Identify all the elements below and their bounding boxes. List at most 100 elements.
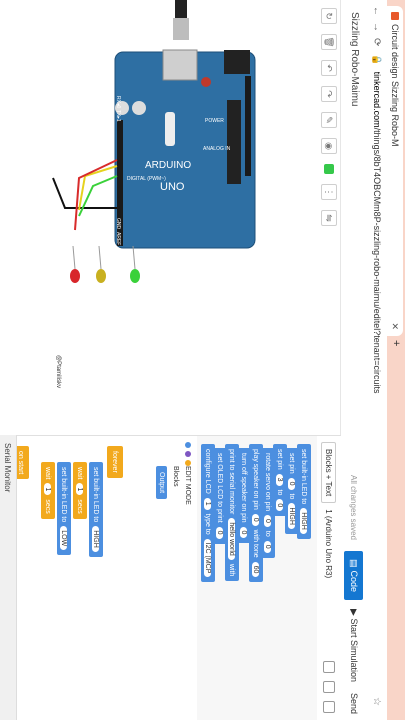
block-value[interactable]: I2C (MCP: [204, 538, 212, 578]
category-area: EDIT MODE Blocks Output: [137, 436, 197, 720]
block-value[interactable]: 0: [252, 513, 260, 526]
rotate-icon[interactable]: ↻: [321, 8, 337, 24]
block-value[interactable]: 3: [276, 473, 284, 486]
category-output-dot[interactable]: [185, 442, 191, 448]
block-value[interactable]: 1: [204, 497, 212, 510]
led-leg: [98, 245, 102, 270]
board-select[interactable]: 1 (Arduino Uno R3): [324, 509, 334, 579]
bookmark-star-icon[interactable]: ☆: [371, 697, 383, 706]
palette-block[interactable]: print to serial monitor hello world with: [225, 444, 239, 582]
block-value[interactable]: HIGH: [288, 503, 296, 529]
block-value[interactable]: 60: [252, 561, 260, 578]
block-value[interactable]: HIGH: [92, 526, 100, 552]
block-value[interactable]: 0: [216, 526, 224, 539]
code-button[interactable]: ▤Code: [344, 550, 364, 601]
wire-color-swatch[interactable]: [324, 164, 334, 174]
start-simulation-button[interactable]: ▶ Start Simulation: [345, 605, 364, 686]
block-text: with: [228, 563, 236, 577]
capacitor: [132, 101, 146, 115]
circuit-toolbar: ↻ 🗑 ↶ ↷ ✎ ◉ ⋮ ⇋: [317, 0, 341, 308]
browser-tab[interactable]: Circuit design Sizzling Robo-M ✕: [387, 6, 403, 336]
block-unit: secs: [44, 499, 52, 514]
block-text: wait: [44, 467, 52, 480]
download-icon[interactable]: [323, 661, 335, 673]
block-value[interactable]: 0: [288, 477, 296, 490]
header-actions: All changes saved ▤Code ▶ Start Simulati…: [341, 475, 367, 720]
wire-green[interactable]: [78, 175, 118, 217]
tx-label: TX▸1: [115, 110, 121, 122]
back-icon[interactable]: ←: [371, 6, 383, 16]
block-value[interactable]: LOW: [60, 526, 68, 551]
block-text: set built-in LED to: [60, 467, 68, 523]
reload-icon[interactable]: ⟳: [371, 38, 383, 47]
wire-type-icon[interactable]: ⋮: [321, 184, 337, 200]
tinkercad-favicon-icon: [391, 12, 399, 20]
block-value[interactable]: 1: [76, 483, 84, 496]
block-text: turn off speaker on pin: [240, 453, 248, 523]
code-icon: ▤: [349, 558, 360, 568]
close-tab-icon[interactable]: ✕: [390, 322, 401, 330]
led-leg: [72, 245, 76, 270]
block-value[interactable]: hello world: [228, 518, 236, 560]
app-header: Sizzling Robo-Maimu All changes saved ▤C…: [340, 0, 367, 720]
palette-block[interactable]: turn off speaker on pin 0: [237, 448, 251, 544]
led[interactable]: [96, 269, 106, 283]
workspace-block-forever[interactable]: forever: [107, 446, 123, 478]
power-jack: [224, 50, 250, 74]
block-text: type to: [204, 513, 212, 535]
flip-icon[interactable]: ⇋: [321, 210, 337, 226]
lock-icon: 🔒: [372, 54, 383, 66]
circuit-canvas[interactable]: DIGITAL (PWM~) ARDUINO UNO POWER ANALOG …: [0, 0, 315, 400]
url-host: tinkercad.com: [372, 71, 382, 128]
workspace-block-set-led-low[interactable]: set built-in LED to LOW: [57, 462, 71, 556]
digital-header: [117, 120, 123, 246]
block-value[interactable]: 0: [264, 540, 272, 553]
led[interactable]: [130, 269, 140, 283]
serial-monitor-label: Serial Monitor: [3, 443, 12, 493]
reset-button[interactable]: [201, 77, 211, 87]
workspace-block-wait-2[interactable]: wait 1 secs: [41, 462, 55, 519]
serial-monitor-bar[interactable]: Serial Monitor: [0, 435, 17, 720]
category-output[interactable]: Output: [156, 466, 167, 500]
led[interactable]: [70, 269, 80, 283]
brand-label: ARDUINO: [145, 160, 191, 171]
block-value[interactable]: 0: [264, 514, 272, 527]
address-input[interactable]: tinkercad.com/things/8bT4OBCMm8P-sizzlin…: [372, 72, 382, 532]
led-leg: [132, 245, 136, 270]
undo-icon[interactable]: ↶: [321, 60, 337, 76]
power-label: POWER: [205, 118, 224, 124]
notes-visibility-icon[interactable]: ◉: [321, 138, 337, 154]
delete-icon[interactable]: 🗑: [321, 34, 337, 50]
send-button[interactable]: Send: [349, 692, 359, 714]
note-icon[interactable]: ✎: [321, 112, 337, 128]
category-input-dot[interactable]: [185, 451, 191, 457]
forward-icon[interactable]: →: [371, 22, 383, 32]
block-text: print to serial monitor: [228, 449, 236, 515]
new-tab-button[interactable]: +: [390, 340, 402, 347]
block-value[interactable]: HIGH: [300, 508, 308, 534]
redo-icon[interactable]: ↷: [321, 86, 337, 102]
wire-red[interactable]: [74, 159, 118, 231]
project-title[interactable]: Sizzling Robo-Maimu: [349, 12, 360, 107]
block-value[interactable]: 0: [240, 526, 248, 539]
upload-icon[interactable]: [323, 681, 335, 693]
block-text: set pin: [276, 449, 284, 470]
code-panel-header: Blocks + Text 1 (Arduino Uno R3): [316, 436, 341, 720]
debug-icon[interactable]: [323, 701, 335, 713]
watermark: @Ptamiliskv: [55, 355, 61, 388]
block-value[interactable]: 0: [276, 499, 284, 512]
wire-gnd[interactable]: [52, 177, 117, 209]
mode-select[interactable]: Blocks + Text: [321, 442, 337, 504]
workspace-block-set-led-high[interactable]: set built-in LED to HIGH: [89, 462, 103, 557]
block-value[interactable]: 1: [44, 483, 52, 496]
block-text: set built-in LED to: [92, 467, 100, 523]
